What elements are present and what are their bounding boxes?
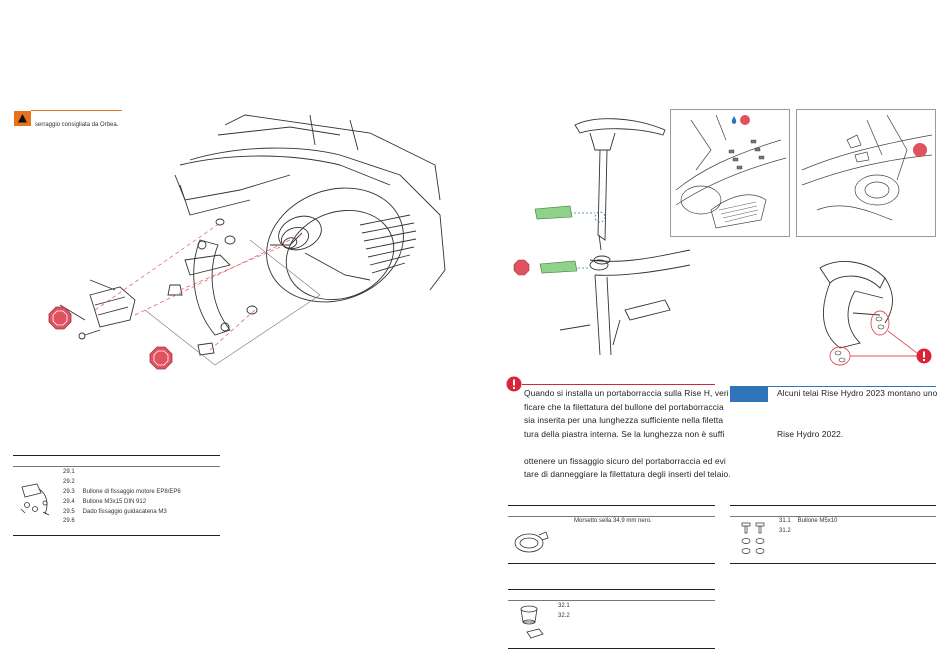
warning-triangle-icon bbox=[18, 114, 27, 123]
bolt-list: 31.1 Bullone M5x10 31.2 bbox=[779, 517, 837, 536]
plug-table-header-rule bbox=[508, 600, 715, 601]
info-rule bbox=[768, 386, 936, 387]
list-item: 31.2 bbox=[779, 527, 791, 534]
list-item: 29.4 Bullone M3x15 DIN 912 bbox=[63, 498, 147, 505]
warning-badge bbox=[14, 111, 31, 126]
bottle-cage-drawing bbox=[819, 261, 918, 366]
info-badge bbox=[730, 386, 768, 402]
bolt-thumbnail bbox=[741, 522, 765, 554]
exclamation-circle-icon bbox=[506, 376, 522, 392]
list-item: 32.2 bbox=[558, 612, 570, 619]
parts-thumbnail-chain-guide bbox=[20, 483, 50, 516]
list-item: 32.1 bbox=[558, 603, 570, 609]
torque-octagon-icon bbox=[913, 143, 927, 157]
torque-octagon-icon bbox=[740, 115, 750, 125]
list-item: 29.6 bbox=[63, 518, 75, 525]
bolt-table-header-rule bbox=[730, 516, 936, 517]
torque-octagon-icon bbox=[513, 259, 530, 276]
water-drop-icon bbox=[731, 116, 737, 124]
seat-clamp-table-bottom-rule bbox=[508, 563, 715, 564]
seatpost-drawing bbox=[534, 118, 691, 356]
plug-table-top-rule bbox=[508, 589, 715, 590]
plug-list: 32.1 32.2 bbox=[558, 602, 575, 621]
torque-octagon-icon bbox=[48, 306, 72, 330]
seat-clamp-desc: Morsetto sella 34,9 mm nero. bbox=[574, 518, 652, 524]
bolt-table-bottom-rule bbox=[730, 563, 936, 564]
list-item: 29.5 Dado fissaggio guidacatena M3 bbox=[63, 508, 167, 515]
motor-cover-detail-drawing bbox=[675, 114, 787, 229]
parts-table-top-rule bbox=[13, 455, 220, 456]
torque-octagon-icon bbox=[149, 346, 173, 370]
alert-text: Quando si installa un portaborraccia sul… bbox=[524, 388, 731, 479]
motor-guide-exploded-drawing bbox=[59, 114, 446, 366]
motor-cover-detail-frame bbox=[670, 109, 790, 237]
info-text: Alcuni telai Rise Hydro 2023 montano uno… bbox=[777, 388, 938, 439]
list-item: 29.1 bbox=[63, 469, 75, 475]
seat-clamp-table-top-rule bbox=[508, 505, 715, 506]
list-item: 31.1 Bullone M5x10 bbox=[779, 518, 838, 524]
exclamation-circle-icon bbox=[916, 348, 932, 364]
warning-note: serraggio consigliata da Orbea. bbox=[35, 122, 119, 128]
seat-clamp-thumbnail bbox=[514, 531, 549, 553]
warning-rule bbox=[31, 110, 122, 111]
list-item: 29.3 Bullone di fissaggio motore EP8/EP6 bbox=[63, 488, 181, 495]
frame-insert-detail-drawing bbox=[801, 114, 933, 221]
frame-insert-detail-frame bbox=[796, 109, 936, 237]
alert-rule bbox=[522, 384, 715, 385]
plug-thumbnail bbox=[520, 605, 544, 639]
plug-table-bottom-rule bbox=[508, 648, 715, 649]
parts-table-header-rule bbox=[13, 466, 220, 467]
list-item: 29.2 bbox=[63, 478, 75, 485]
bolt-table-top-rule bbox=[730, 505, 936, 506]
parts-table-bottom-rule bbox=[13, 535, 220, 536]
seat-clamp-table-header-rule bbox=[508, 516, 715, 517]
parts-list: 29.1 29.2 29.3 Bullone di fissaggio moto… bbox=[63, 468, 181, 527]
